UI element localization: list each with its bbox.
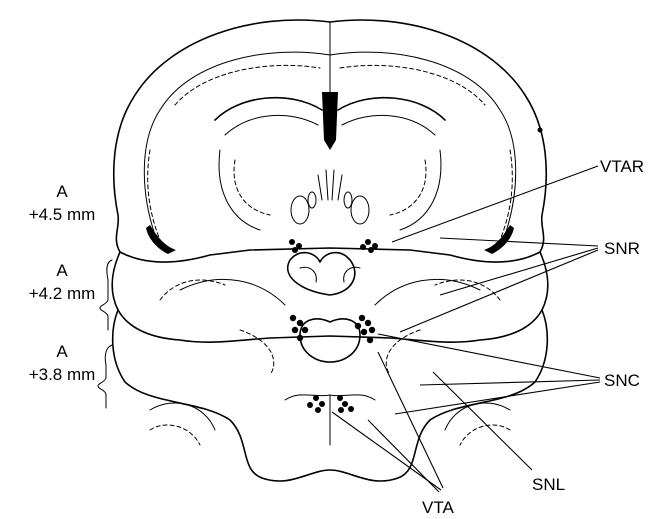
section-outline-middle <box>112 252 548 342</box>
level-label-1-line2: +4.5 mm <box>29 205 96 224</box>
label-vtar: VTAR <box>600 157 644 176</box>
level-brackets <box>98 260 112 408</box>
level-label-3-line1: A <box>56 342 68 361</box>
recording-sites <box>289 128 543 414</box>
level-labels: A +4.5 mm A +4.2 mm A +3.8 mm <box>29 182 96 384</box>
label-vta: VTA <box>422 498 454 517</box>
level-label-1-line1: A <box>56 182 68 201</box>
label-snc: SNC <box>604 371 640 390</box>
level-label-2-line2: +4.2 mm <box>29 284 96 303</box>
level-label-3-line2: +3.8 mm <box>29 365 96 384</box>
structure-labels: VTAR SNR SNC VTA SNL <box>422 157 644 517</box>
label-snr: SNR <box>604 239 640 258</box>
level-label-2-line1: A <box>56 261 68 280</box>
label-snl: SNL <box>532 475 565 494</box>
